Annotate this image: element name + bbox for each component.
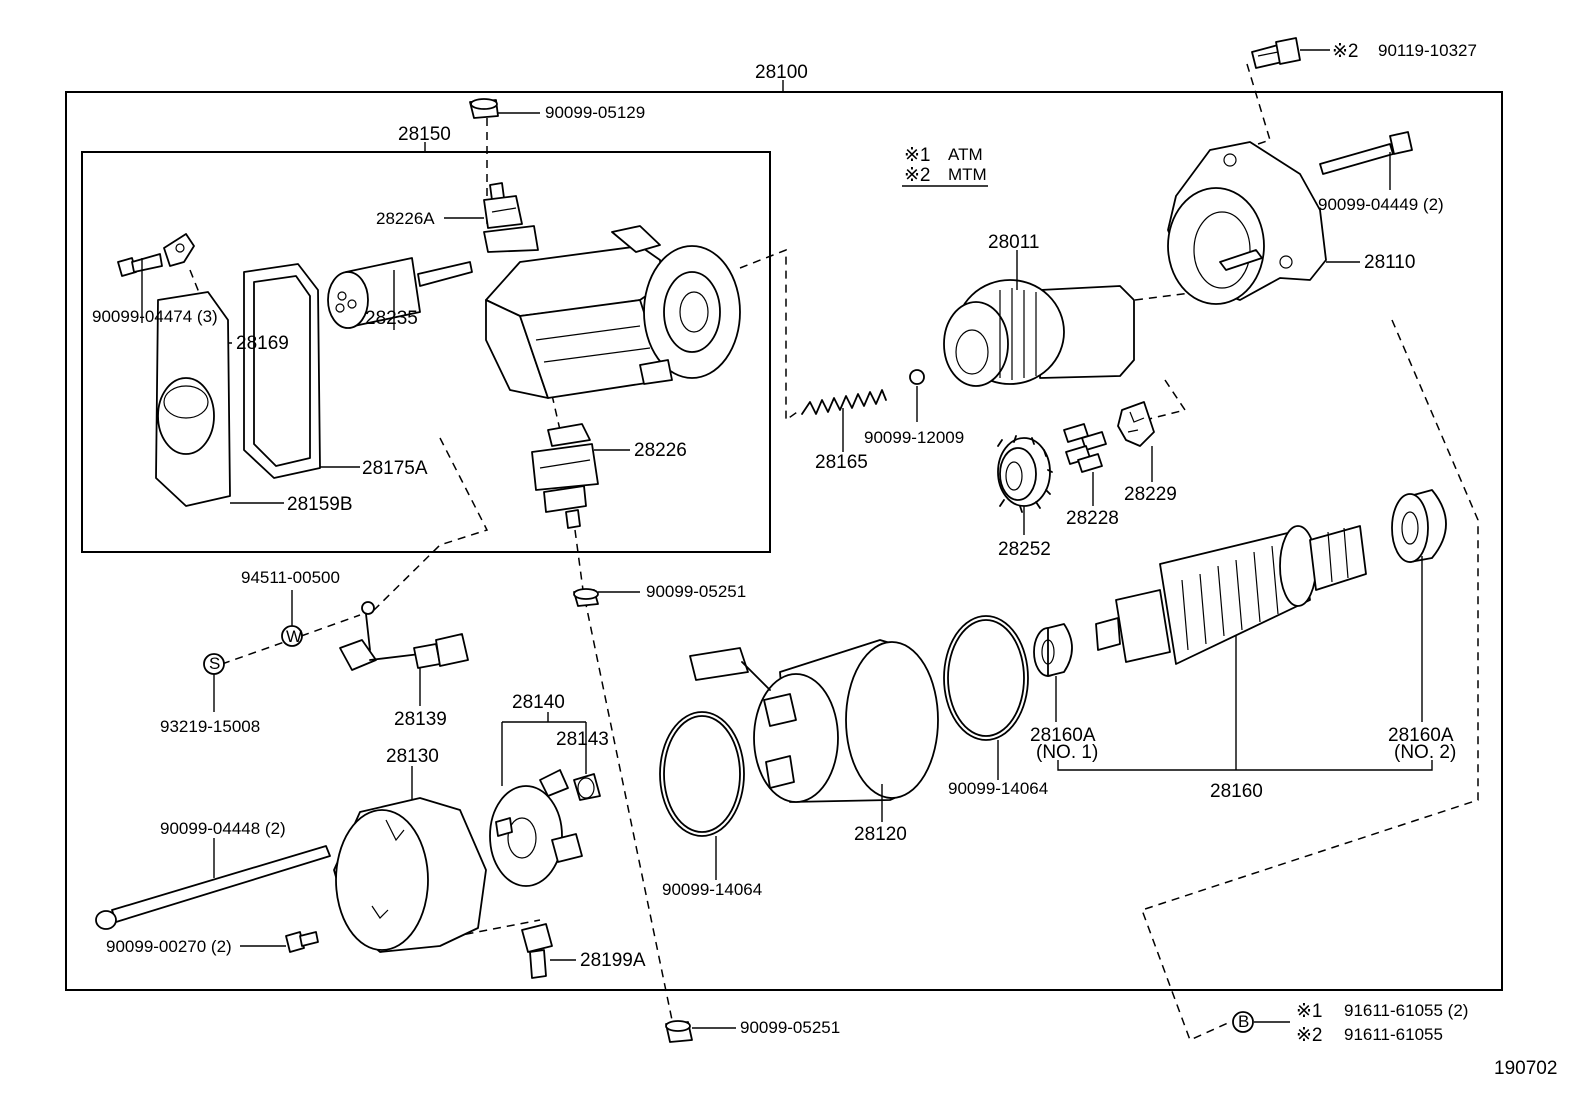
symbol-s: S — [209, 654, 220, 673]
label-28130: 28130 — [386, 746, 439, 767]
label-90099-05251-upper: 90099-05251 — [646, 582, 746, 601]
label-28139: 28139 — [394, 709, 447, 730]
bearing-28160a-no2-icon — [1391, 489, 1447, 563]
label-28110: 28110 — [1364, 252, 1415, 273]
label-28226: 28226 — [634, 440, 687, 461]
label-28160a-no2-sub: (NO. 2) — [1394, 742, 1456, 763]
bolt-b-symbol-icon — [1232, 1011, 1254, 1033]
armature-28160-icon — [1095, 525, 1367, 665]
label-90099-14064-left: 90099-14064 — [662, 880, 762, 899]
housing-28110-icon — [1167, 141, 1327, 305]
clutch-28011-icon — [943, 279, 1135, 387]
gasket-28175a-icon — [243, 263, 321, 479]
spring-28165-icon — [801, 389, 887, 415]
label-28160: 28160 — [1210, 781, 1263, 802]
label-90099-04448: 90099-04448 (2) — [160, 819, 286, 838]
bolt-90099-04449-icon — [1319, 131, 1413, 175]
terminal-28226a-icon — [469, 98, 539, 253]
cover-28159b-icon — [155, 291, 231, 507]
label-28228: 28228 — [1066, 508, 1119, 529]
o-ring-90099-14064-right-icon — [943, 615, 1029, 741]
label-28165: 28165 — [815, 452, 868, 473]
rollers-28228-icon — [1063, 423, 1107, 473]
label-28199a: 28199A — [580, 950, 646, 971]
assembly-28100-frame — [65, 91, 1503, 991]
label-28120: 28120 — [854, 824, 907, 845]
bolt-90099-04474-icon — [117, 253, 163, 277]
mark-mtm-top: ※2 — [1332, 41, 1359, 62]
terminal-28226-icon — [531, 423, 599, 529]
spring-28143-icon — [573, 773, 601, 801]
legend-mark1: ※1 — [904, 145, 931, 166]
diagram-code: 190702 — [1494, 1058, 1557, 1079]
legend-mtm: MTM — [948, 165, 987, 184]
label-28143: 28143 — [556, 729, 609, 750]
label-90099-05251-lower: 90099-05251 — [740, 1018, 840, 1037]
bearing-28160a-no1-icon — [1033, 623, 1073, 677]
label-28160a-no1-sub: (NO. 1) — [1036, 742, 1098, 763]
end-frame-28130-icon — [333, 797, 487, 953]
bolt-90119-10327-icon — [1251, 37, 1301, 69]
lead-wire-28139-icon — [339, 601, 469, 671]
label-93219-15008: 93219-15008 — [160, 717, 260, 736]
label-90099-05129: 90099-05129 — [545, 103, 645, 122]
yoke-28120-icon — [689, 639, 939, 803]
label-91611-61055-mtm: 91611-61055 — [1344, 1025, 1443, 1044]
label-28235: 28235 — [365, 308, 418, 329]
bolt-90099-04448-icon — [95, 845, 331, 930]
legend-mark2: ※2 — [904, 165, 931, 186]
label-28226a: 28226A — [376, 209, 435, 228]
label-28175a: 28175A — [362, 458, 428, 479]
brush-holder-28140-icon — [489, 769, 583, 887]
label-91611-61055-atm: 91611-61055 (2) — [1344, 1001, 1468, 1020]
symbol-w: W — [286, 627, 302, 646]
label-28169: 28169 — [236, 333, 289, 354]
label-28011: 28011 — [988, 232, 1039, 253]
ball-90099-12009-icon — [909, 369, 925, 385]
symbol-b: B — [1238, 1012, 1249, 1031]
grommet-90099-05251-lower-icon — [665, 1020, 693, 1043]
mark-mtm-bottom: ※2 — [1296, 1025, 1323, 1046]
grommet-90099-05251-upper-icon — [573, 588, 599, 607]
label-90119-10327: 90119-10327 — [1378, 41, 1477, 60]
label-28160a-no1: 28160A — [1030, 725, 1096, 746]
screw-90099-00270-icon — [285, 931, 319, 953]
assembly-28150-frame — [81, 151, 771, 553]
label-28229: 28229 — [1124, 484, 1177, 505]
label-28140: 28140 — [512, 692, 565, 713]
label-90099-12009: 90099-12009 — [864, 428, 964, 447]
gear-28252-icon — [997, 435, 1053, 513]
switch-housing-icon — [485, 225, 741, 399]
clip-28169-icon — [163, 233, 195, 267]
label-28160a-no2: 28160A — [1388, 725, 1454, 746]
label-90099-00270: 90099-00270 (2) — [106, 937, 232, 956]
mark-atm-bottom: ※1 — [1296, 1001, 1323, 1022]
label-90099-04449: 90099-04449 (2) — [1318, 195, 1444, 214]
label-90099-04474: 90099-04474 (3) — [92, 307, 218, 326]
o-ring-90099-14064-left-icon — [659, 711, 745, 837]
plunger-28235-icon — [327, 257, 473, 329]
label-28159b: 28159B — [287, 494, 353, 515]
label-28252: 28252 — [998, 539, 1051, 560]
label-94511-00500: 94511-00500 — [241, 568, 340, 587]
legend-atm: ATM — [948, 145, 983, 164]
label-90099-14064-right: 90099-14064 — [948, 779, 1048, 798]
retainer-28229-icon — [1117, 401, 1155, 447]
plug-28199a-icon — [521, 923, 553, 979]
label-28150: 28150 — [398, 124, 451, 145]
label-28100: 28100 — [755, 62, 808, 83]
